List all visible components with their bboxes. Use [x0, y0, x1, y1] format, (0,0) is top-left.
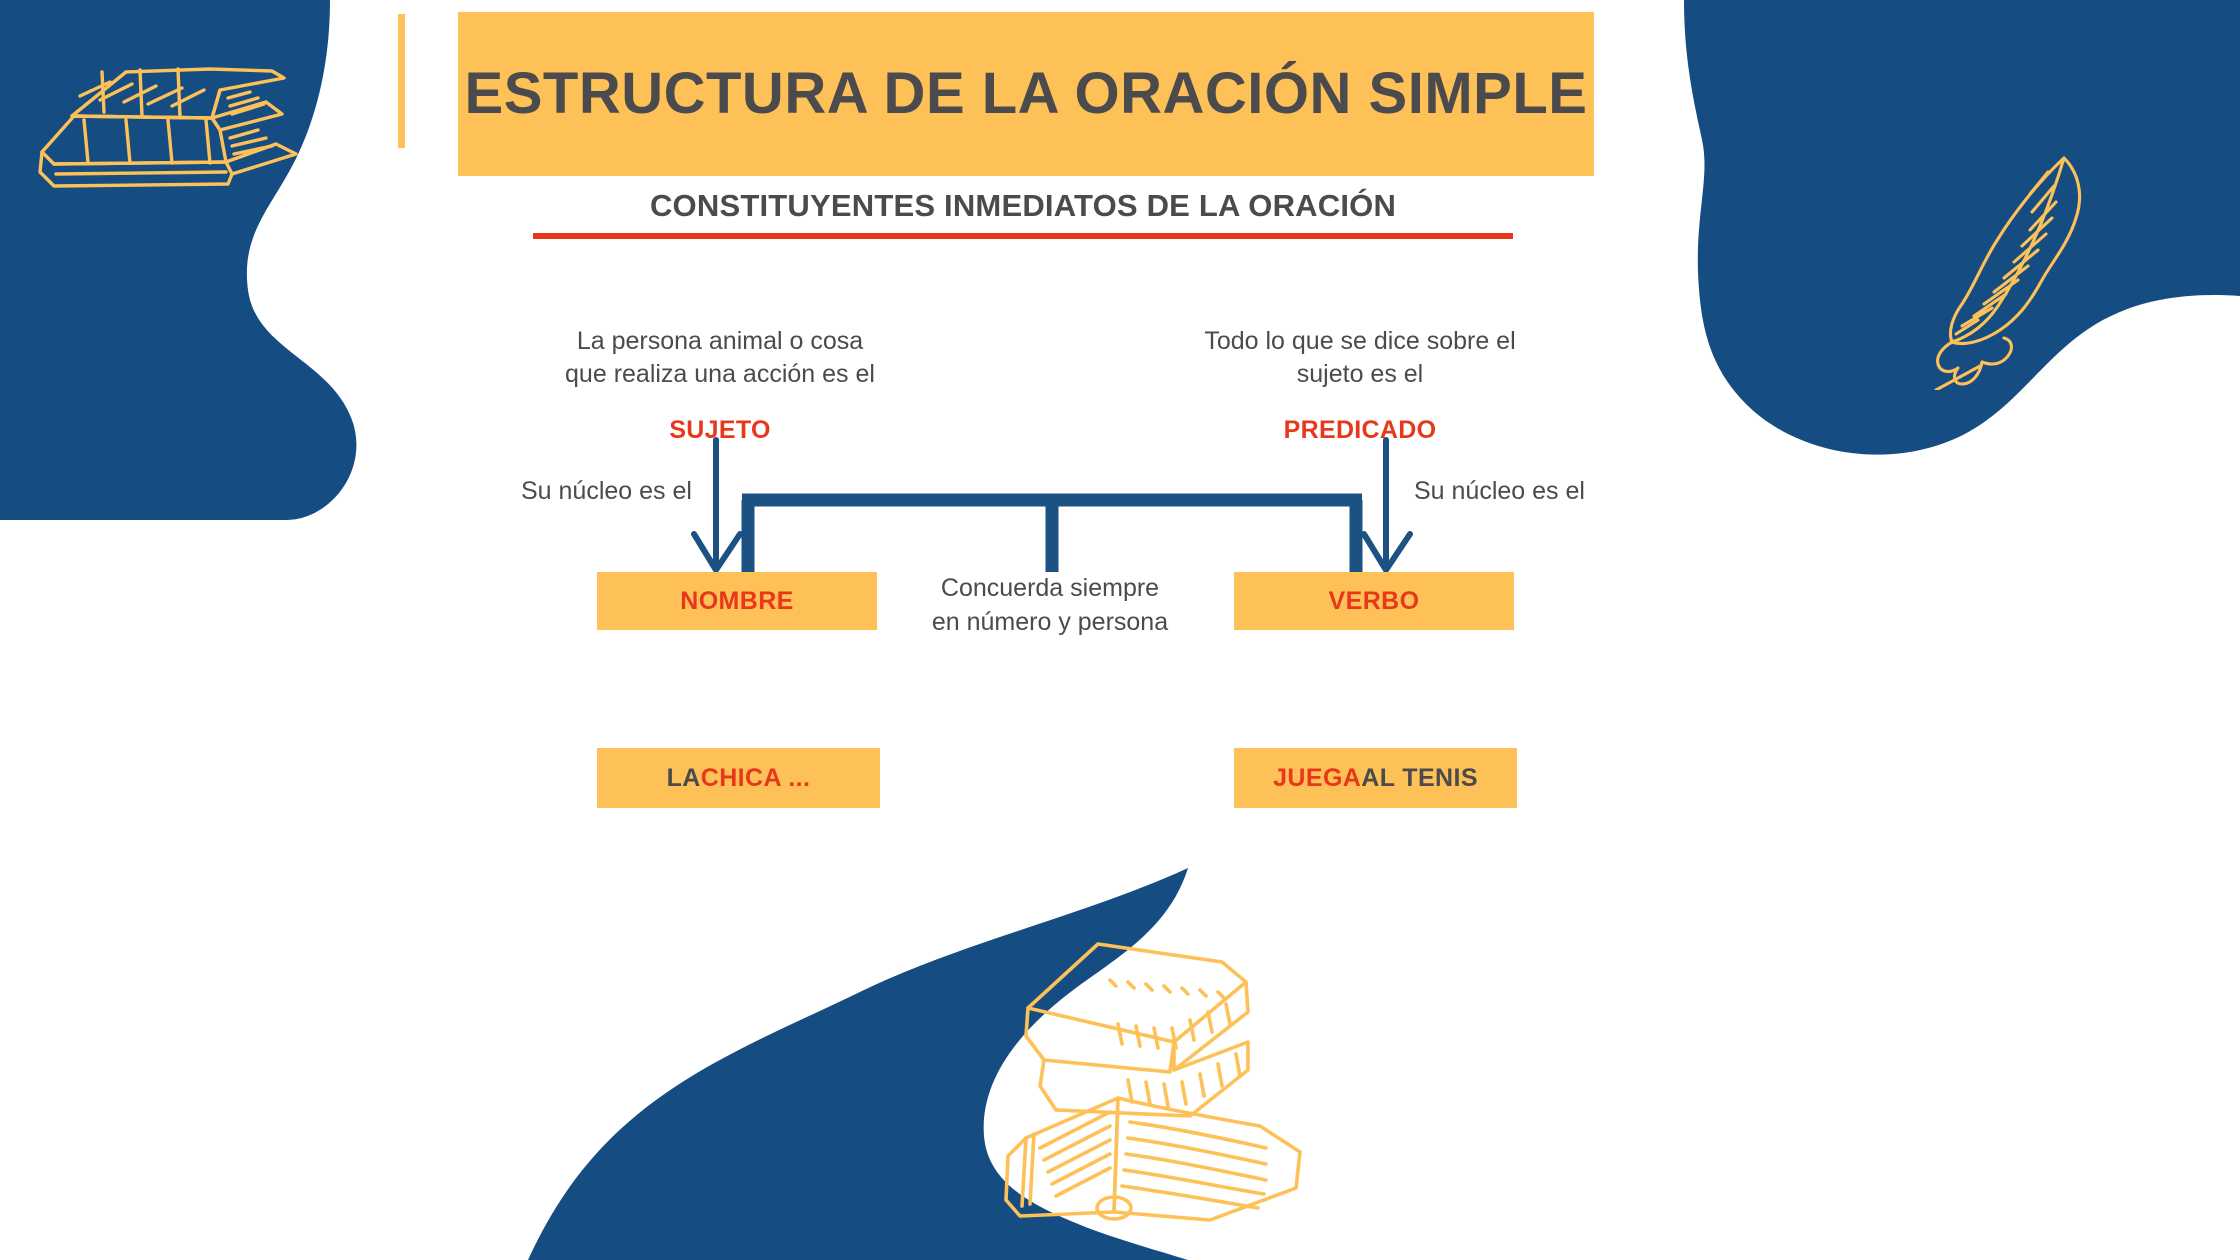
- predicado-desc-line2: sujeto es el: [1296, 360, 1424, 389]
- page-title: ESTRUCTURA DE LA ORACIÓN SIMPLE: [464, 61, 1588, 126]
- agreement-note-line1: Concuerda siempre: [940, 574, 1160, 602]
- agreement-note: Concuerda siempre en número y persona: [900, 572, 1200, 640]
- predicado-desc-line1: Todo lo que se dice sobre el: [1204, 327, 1516, 355]
- sujeto-description: La persona animal o cosa que realiza una…: [520, 325, 920, 447]
- yellow-tick-mark: [398, 14, 405, 148]
- verbo-box[interactable]: VERBO: [1234, 572, 1514, 630]
- example-subject-box[interactable]: LA CHICA ...: [597, 748, 880, 808]
- title-banner: ESTRUCTURA DE LA ORACIÓN SIMPLE: [458, 12, 1594, 176]
- quill-feather-icon: [1934, 156, 2082, 390]
- sujeto-desc-line2: que realiza una acción es el: [565, 360, 875, 389]
- example-subject-prefix: LA: [666, 763, 701, 792]
- agreement-note-line2: en número y persona: [931, 607, 1169, 636]
- example-predicate-box[interactable]: JUEGA AL TENIS: [1234, 748, 1517, 808]
- sujeto-term: SUJETO: [669, 415, 771, 444]
- example-predicate-suffix: AL TENIS: [1361, 763, 1478, 792]
- predicado-nucleus-label: Su núcleo es el: [1414, 477, 1585, 505]
- top-right-blob: [1684, 0, 2240, 455]
- subtitle-underline: [533, 233, 1513, 239]
- predicado-description: Todo lo que se dice sobre el sujeto es e…: [1160, 325, 1560, 447]
- example-subject-highlight: CHICA ...: [700, 763, 811, 792]
- stacked-books-icon: [38, 67, 298, 188]
- page-subtitle: CONSTITUYENTES INMEDIATOS DE LA ORACIÓN: [649, 188, 1397, 223]
- subtitle-block: CONSTITUYENTES INMEDIATOS DE LA ORACIÓN: [533, 188, 1513, 239]
- sujeto-nucleus-label: Su núcleo es el: [521, 477, 692, 505]
- verbo-box-label: VERBO: [1328, 586, 1420, 615]
- books-and-open-book-icon: [1004, 942, 1302, 1222]
- sujeto-desc-line1: La persona animal o cosa: [576, 327, 864, 355]
- nombre-box-label: NOMBRE: [680, 586, 794, 615]
- top-left-blob: [0, 0, 357, 520]
- bottom-blob: [528, 868, 1188, 1260]
- predicado-term: PREDICADO: [1283, 415, 1437, 444]
- example-predicate-highlight: JUEGA: [1273, 763, 1362, 792]
- nombre-box[interactable]: NOMBRE: [597, 572, 877, 630]
